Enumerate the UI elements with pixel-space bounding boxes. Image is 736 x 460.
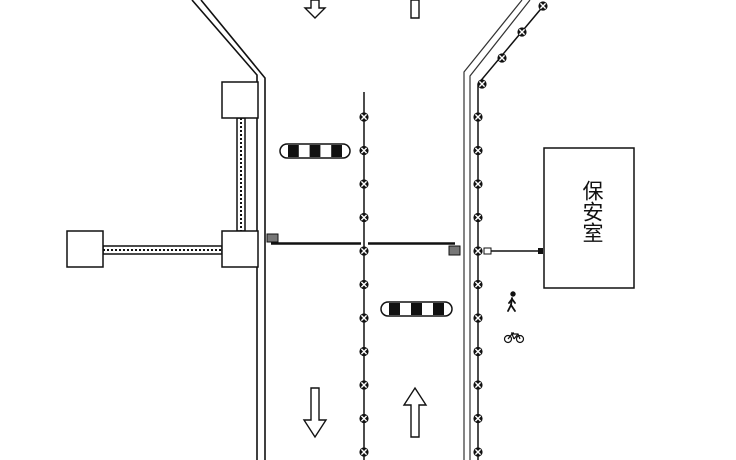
lamp-icon	[359, 145, 369, 156]
lamp-icon	[477, 79, 487, 89]
lamp-icon	[473, 145, 483, 156]
lamp-icon	[359, 380, 369, 390]
speed-bump-icon	[380, 301, 453, 317]
left-wall	[191, 0, 266, 460]
lamp-icon	[359, 112, 369, 122]
lamp-icon	[497, 53, 507, 63]
lamp-icon	[359, 279, 369, 290]
lamp-icon	[473, 447, 483, 457]
lamp-icon	[473, 380, 483, 390]
right-lamp-line	[477, 3, 546, 460]
equipment-box-top	[221, 81, 259, 119]
right-wall	[463, 0, 531, 460]
equipment-box-middle	[221, 230, 259, 268]
lamp-icon	[359, 179, 369, 189]
arrow-up-icon	[410, 0, 420, 19]
speed-bump-icon	[279, 143, 351, 159]
equipment-box-left	[66, 230, 104, 268]
lamp-icon	[359, 246, 369, 256]
lamp-icon	[517, 27, 527, 37]
lamp-icon	[359, 346, 369, 357]
barrier-gate-icon	[266, 233, 461, 256]
lamp-icon	[473, 413, 483, 424]
lamp-icon	[359, 413, 369, 424]
lamp-icon	[359, 313, 369, 323]
lamp-icon	[473, 246, 483, 256]
lamp-icon	[473, 313, 483, 323]
lamp-icon	[473, 212, 483, 223]
room-cable	[483, 247, 543, 255]
arrow-down-icon	[303, 0, 327, 19]
bicycle-icon	[503, 332, 525, 344]
lamp-icon	[473, 346, 483, 357]
lamp-icon	[473, 112, 483, 122]
left-equipment	[66, 81, 259, 268]
arrow-down-icon	[302, 387, 328, 439]
security-room-label: 保安室	[580, 180, 604, 243]
pedestrian-icon	[507, 291, 516, 312]
security-room	[543, 147, 635, 289]
lamp-icon	[538, 1, 548, 11]
lamp-icon	[473, 179, 483, 189]
lamp-icon	[359, 212, 369, 223]
lamp-icon	[359, 447, 369, 457]
arrow-up-icon	[402, 386, 428, 438]
lamp-icon	[473, 279, 483, 290]
